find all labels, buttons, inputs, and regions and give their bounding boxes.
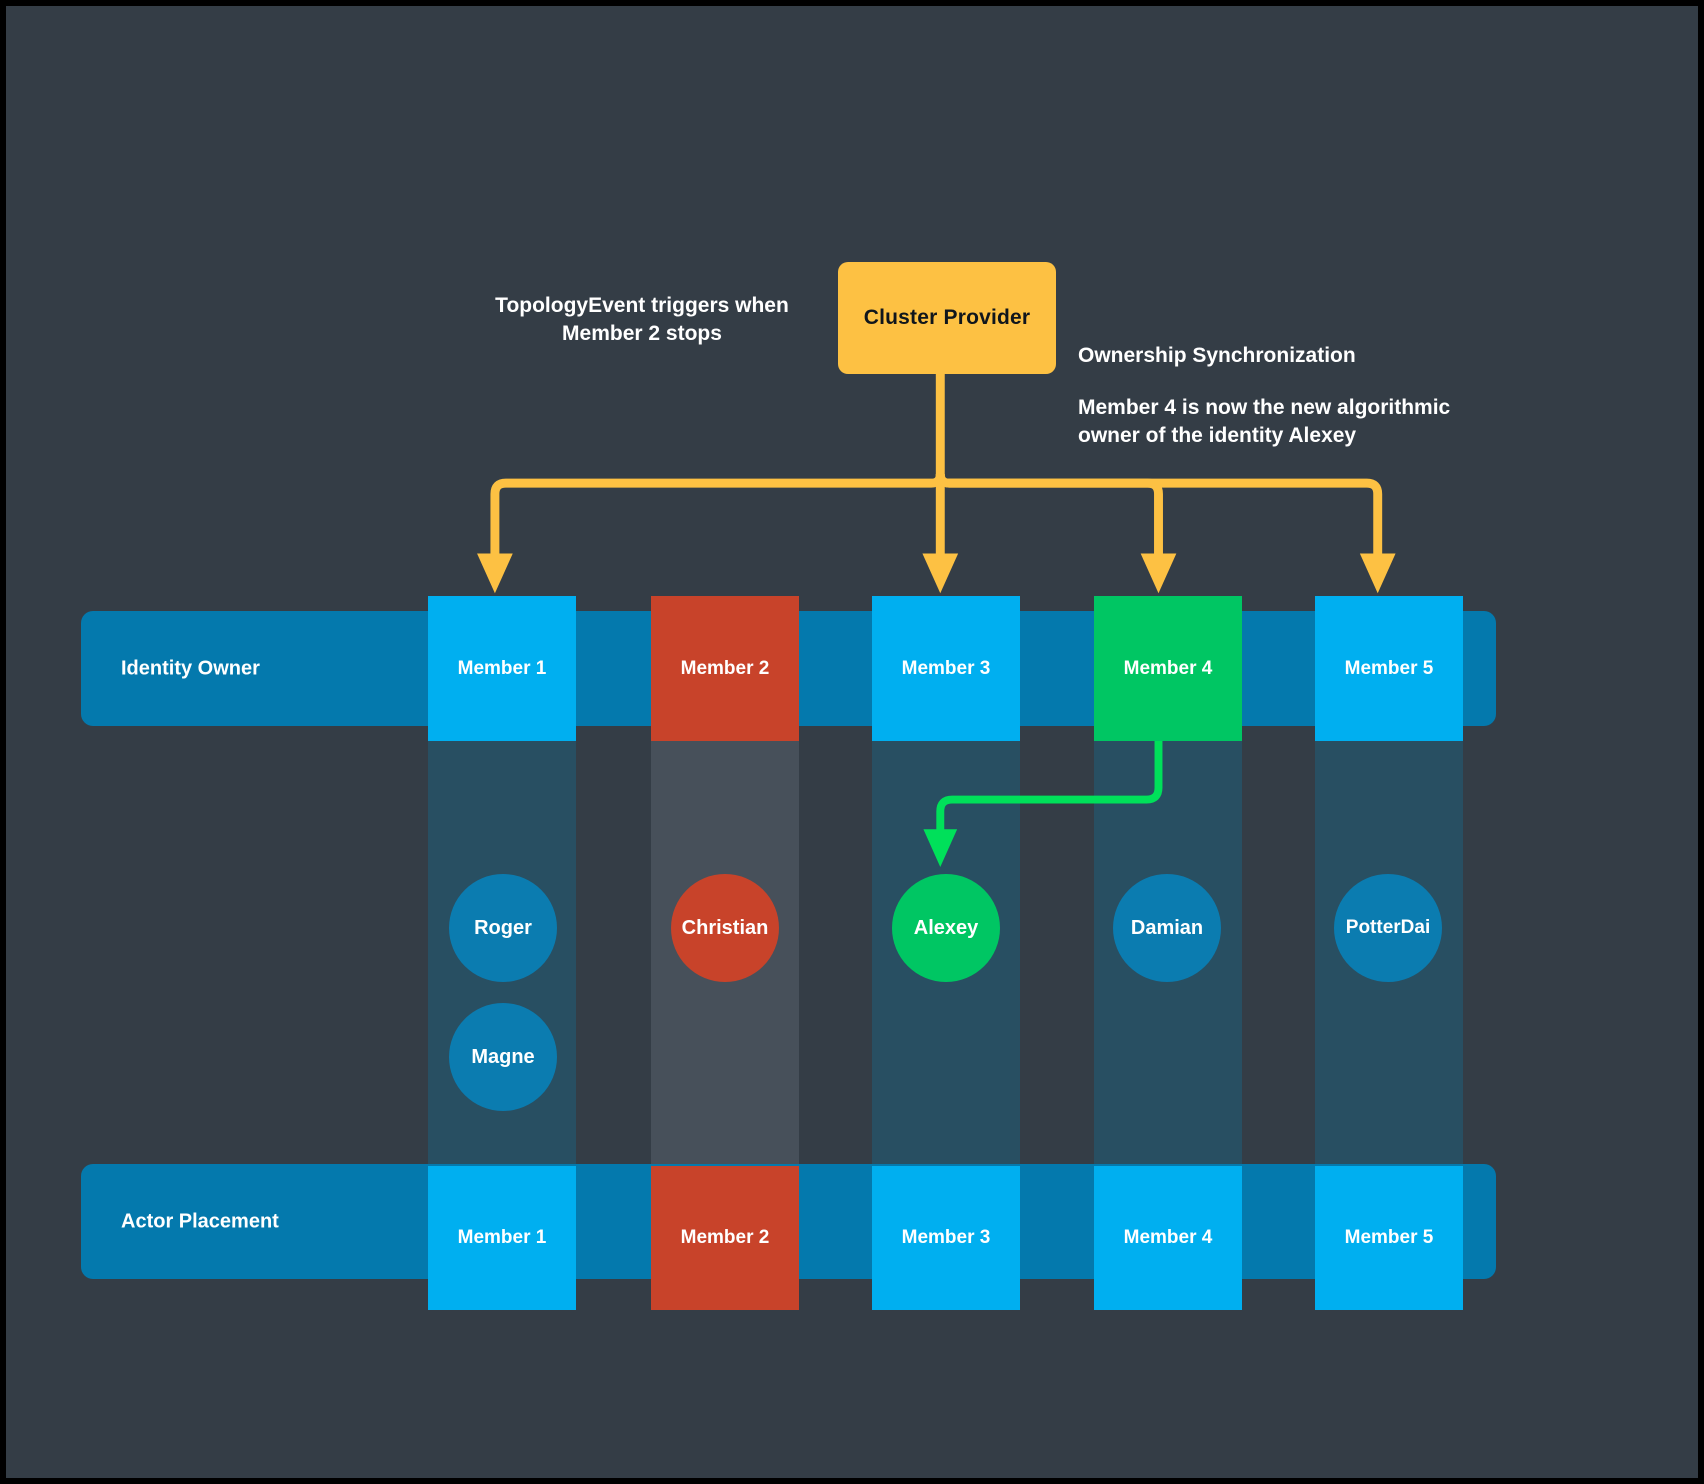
actor-placement-member-2[interactable]: Member 2 <box>651 1166 799 1310</box>
actor-placement-member-1[interactable]: Member 1 <box>428 1166 576 1310</box>
ownership-sync-body-line1: Member 4 is now the new algorithmic <box>1078 396 1451 419</box>
topology-event-arrowheads <box>477 553 1396 594</box>
actor-placement-member-5[interactable]: Member 5 <box>1315 1166 1463 1310</box>
actor-damian[interactable]: Damian <box>1113 874 1221 982</box>
identity-owner-member-4[interactable]: Member 4 <box>1094 596 1242 741</box>
topology-event-note: TopologyEvent triggers when Member 2 sto… <box>461 292 823 349</box>
identity-owner-member-2[interactable]: Member 2 <box>651 596 799 741</box>
ownership-sync-title: Ownership Synchronization <box>1078 344 1356 367</box>
identity-owner-label: Identity Owner <box>121 657 260 679</box>
ownership-sync-body: Member 4 is now the new algorithmic owne… <box>1078 394 1498 449</box>
actor-christian[interactable]: Christian <box>671 874 779 982</box>
identity-owner-member-1[interactable]: Member 1 <box>428 596 576 741</box>
actor-alexey[interactable]: Alexey <box>892 874 1000 982</box>
topology-event-note-line2: Member 2 stops <box>562 322 722 346</box>
cluster-provider-box[interactable]: Cluster Provider <box>838 262 1056 374</box>
identity-owner-member-5[interactable]: Member 5 <box>1315 596 1463 741</box>
actor-potterdai[interactable]: PotterDai <box>1334 874 1442 982</box>
topology-event-note-line1: TopologyEvent triggers when <box>495 294 789 317</box>
actor-magne[interactable]: Magne <box>449 1003 557 1111</box>
actor-placement-label: Actor Placement <box>121 1210 279 1232</box>
actor-placement-member-4[interactable]: Member 4 <box>1094 1166 1242 1310</box>
actor-placement-member-3[interactable]: Member 3 <box>872 1166 1020 1310</box>
ownership-sync-body-line2: owner of the identity Alexey <box>1078 423 1357 447</box>
actor-roger[interactable]: Roger <box>449 874 557 982</box>
identity-owner-member-3[interactable]: Member 3 <box>872 596 1020 741</box>
